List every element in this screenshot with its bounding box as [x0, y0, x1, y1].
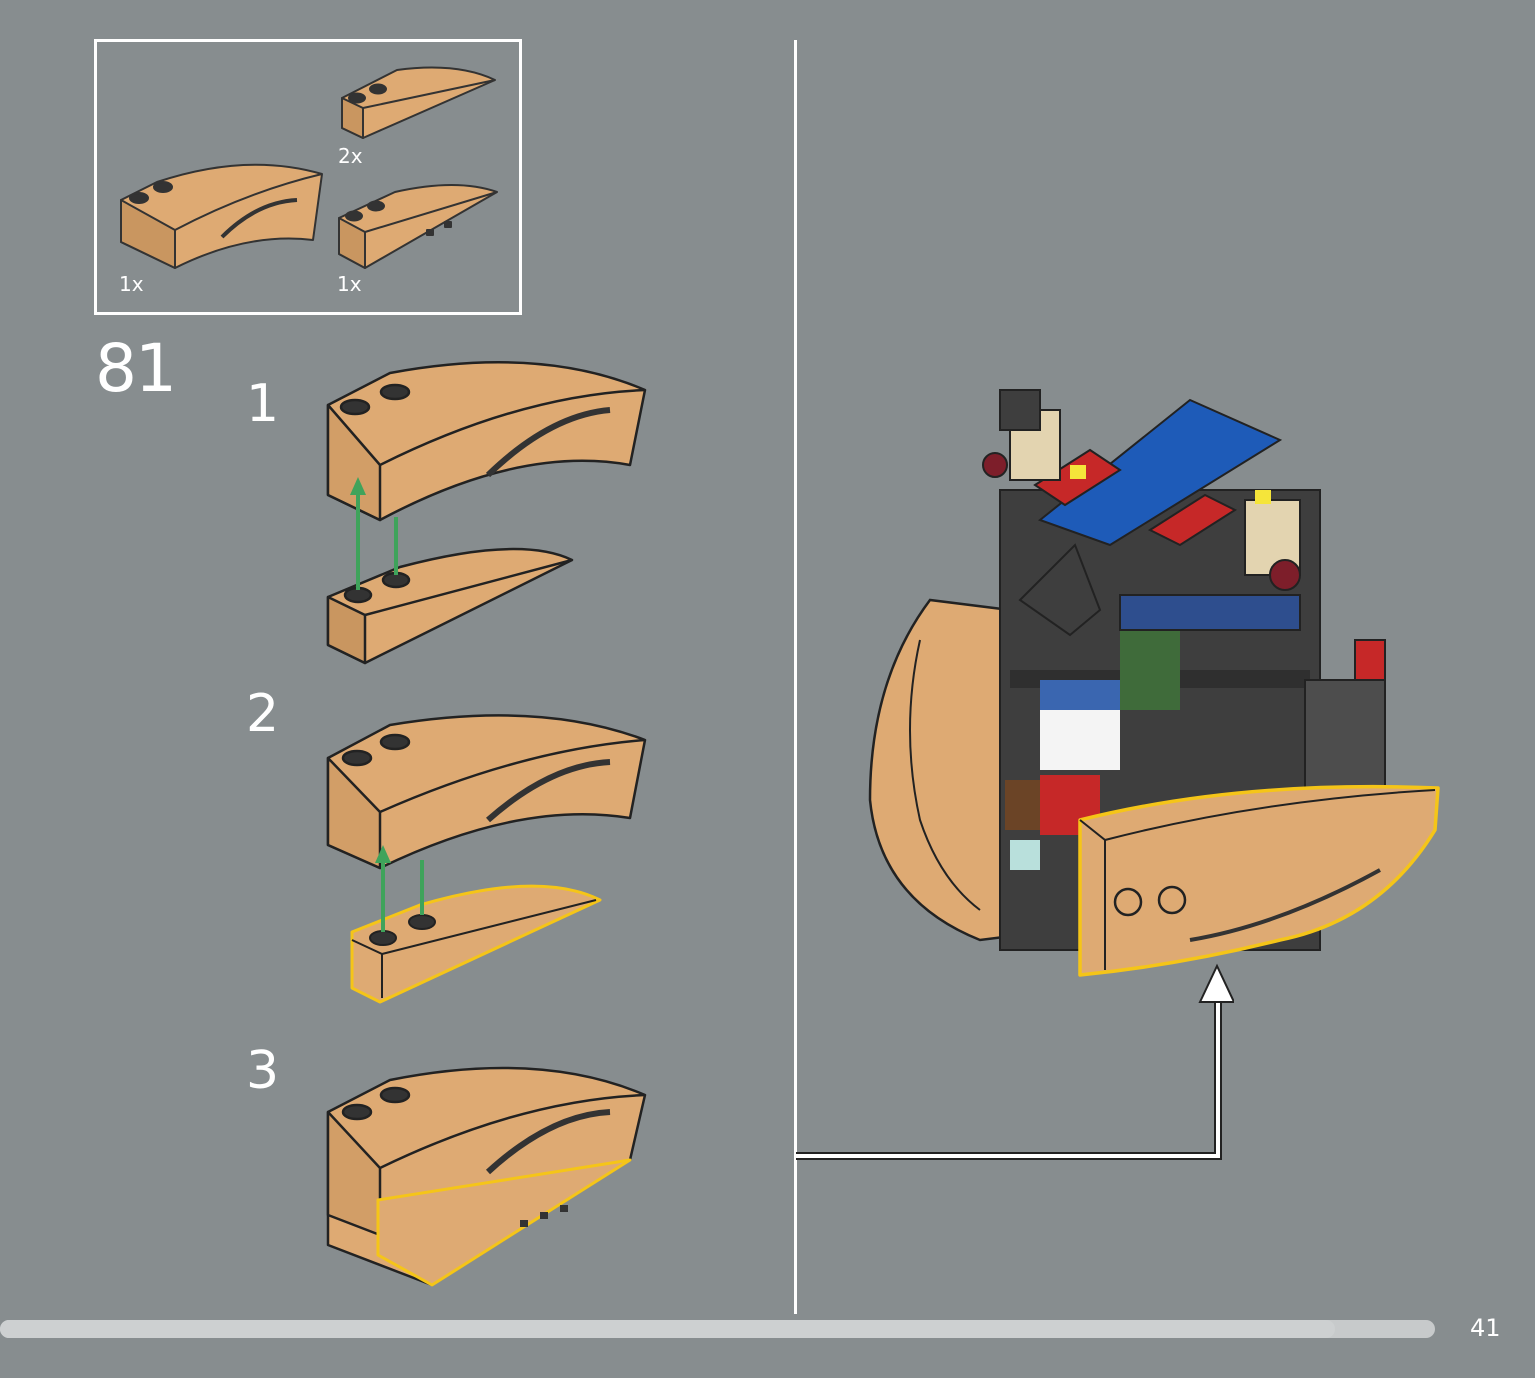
callout-arrow-up-icon	[796, 963, 1234, 1160]
quantity-large-curved-wedge: 1x	[119, 272, 144, 296]
page-number: 41	[1470, 1314, 1501, 1342]
progress-bar-fill	[0, 1320, 1335, 1338]
substep-label-1: 1	[246, 374, 280, 434]
substep-3-illustration	[326, 1066, 647, 1287]
parts-list-illustration	[120, 66, 498, 269]
quantity-small-wedge-studs: 1x	[337, 272, 362, 296]
part-large-curved-wedge	[120, 163, 323, 269]
arrow-up-green-icon	[350, 477, 398, 590]
substep-label-2: 2	[246, 684, 280, 744]
model-overview-illustration	[868, 389, 1440, 977]
progress-bar	[0, 1320, 1435, 1338]
substep-2-illustration	[326, 714, 647, 1004]
step-number: 81	[95, 330, 177, 407]
parts-list-box: 2x 1x 1x	[94, 39, 522, 315]
substep-1-illustration	[326, 361, 647, 665]
panel-divider	[794, 40, 797, 1314]
quantity-small-wedge: 2x	[338, 144, 363, 168]
arrow-up-green-icon	[375, 845, 424, 932]
substep-label-3: 3	[246, 1041, 280, 1101]
part-small-wedge	[341, 66, 496, 139]
part-small-wedge-studs	[338, 184, 498, 269]
